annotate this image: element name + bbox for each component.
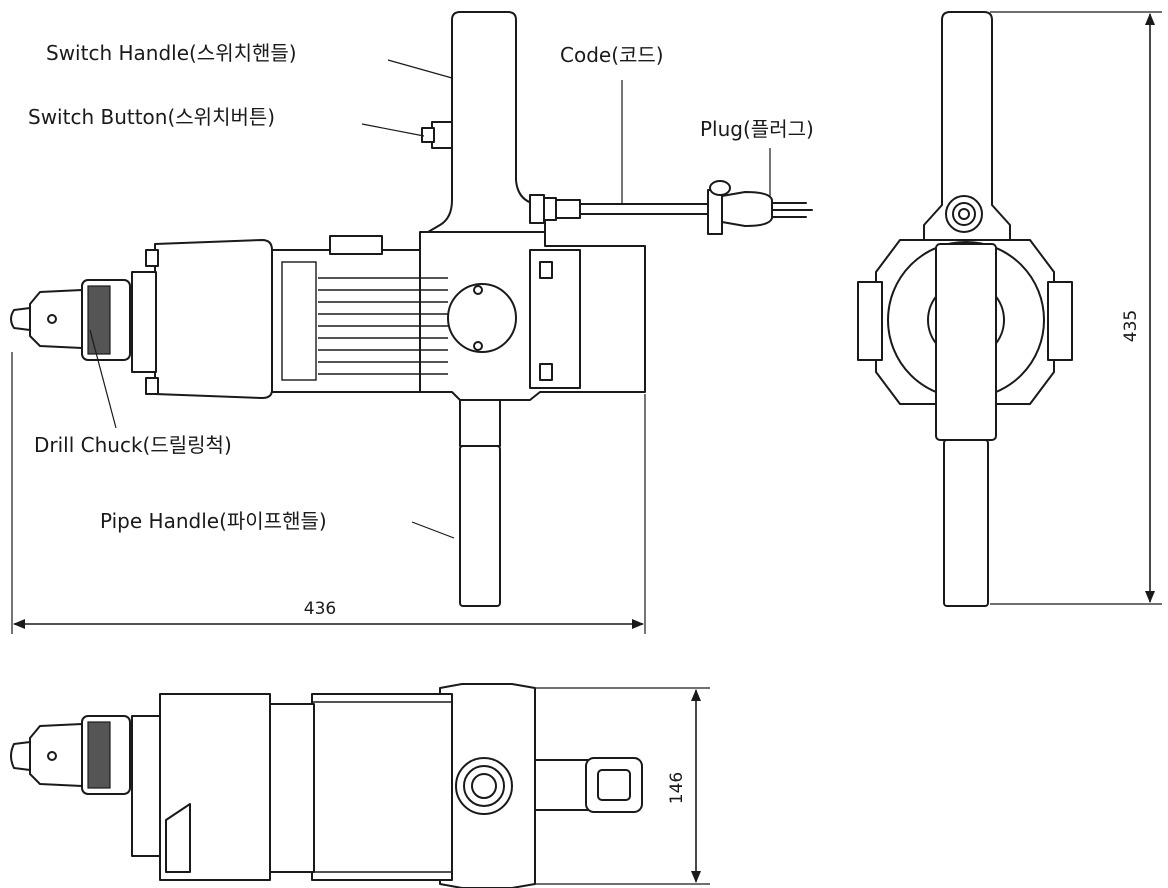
dimension-width: 146 <box>667 772 687 804</box>
dimension-lines <box>11 11 1162 885</box>
label-switch-button: Switch Button(스위치버튼) <box>28 105 275 129</box>
label-drill-chuck: Drill Chuck(드릴링척) <box>34 433 232 457</box>
label-plug: Plug(플러그) <box>700 117 814 141</box>
label-switch-handle: Switch Handle(스위치핸들) <box>46 41 297 65</box>
front-view <box>857 11 1073 607</box>
cooling-fins <box>318 277 448 375</box>
dimension-height: 435 <box>1121 310 1141 342</box>
top-view <box>10 683 643 888</box>
dimension-length: 436 <box>304 599 336 619</box>
label-pipe-handle: Pipe Handle(파이프핸들) <box>100 509 327 533</box>
label-code: Code(코드) <box>560 43 664 67</box>
side-view <box>10 11 813 607</box>
leader-lines <box>89 59 771 539</box>
